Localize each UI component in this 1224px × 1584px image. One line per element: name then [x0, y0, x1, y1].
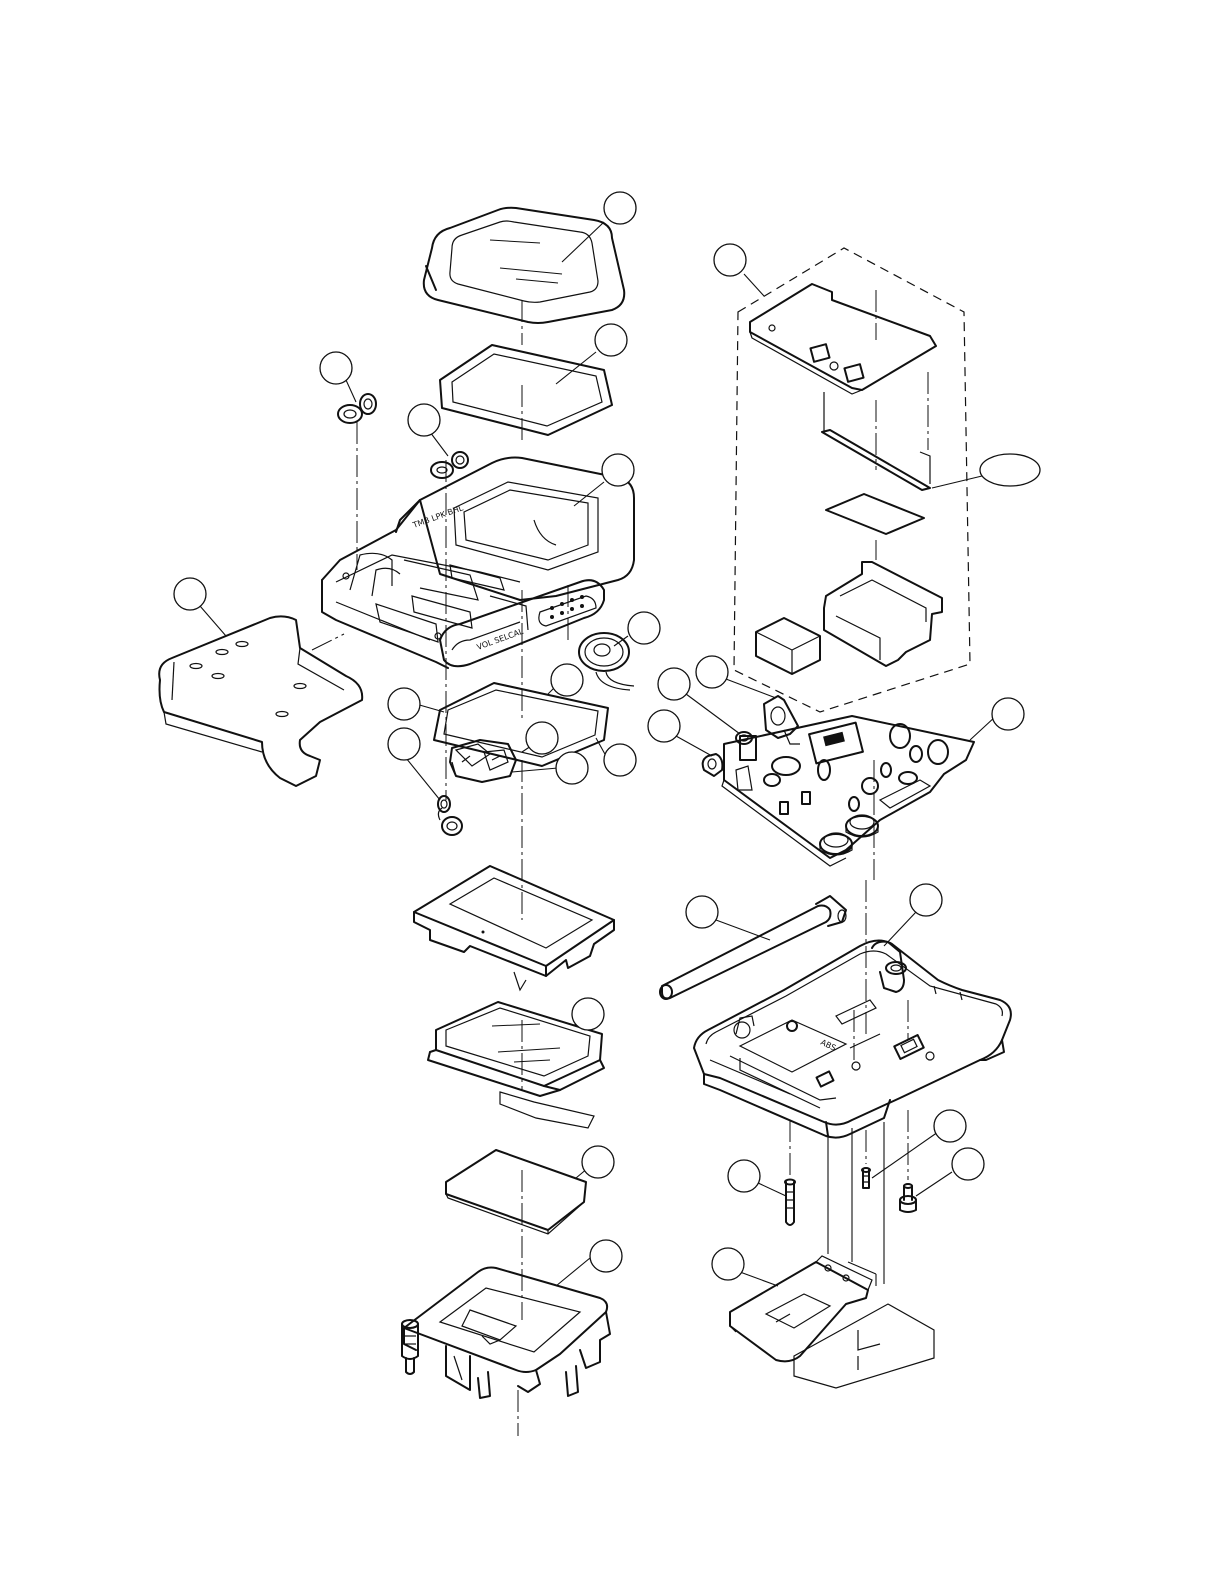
callout-2	[595, 324, 627, 356]
callout-12	[408, 404, 440, 436]
callout-21	[910, 884, 942, 916]
shield-case	[756, 540, 942, 674]
shield-rod	[822, 372, 930, 490]
callout-23	[582, 1146, 614, 1178]
callout-27	[728, 1160, 760, 1192]
screw-small	[862, 1130, 870, 1188]
jack-bracket	[764, 696, 800, 744]
callout-7	[526, 722, 558, 754]
screw-long	[785, 1120, 795, 1225]
keypad	[450, 740, 516, 782]
callout-28	[712, 1248, 744, 1280]
callout-19	[992, 698, 1024, 730]
callout-14	[714, 244, 746, 276]
callout-25	[934, 1110, 966, 1142]
knob-set-lower	[438, 796, 462, 835]
lcd-holder-frame	[414, 866, 614, 990]
callout-6	[388, 688, 420, 720]
lcd-chassis	[402, 1268, 610, 1399]
center-assembly-axis	[357, 300, 568, 1436]
callout-26	[952, 1148, 984, 1180]
callout-24	[590, 1240, 622, 1272]
battery-door	[730, 1122, 884, 1361]
upper-housing: TMB LPK BHL VOL SELCAL	[322, 458, 634, 668]
callout-9	[556, 752, 588, 784]
callout-4	[628, 612, 660, 644]
screw-hex	[900, 1110, 916, 1212]
speaker	[579, 633, 634, 690]
insulator-sheet	[826, 494, 924, 534]
backlight-plate	[446, 1150, 586, 1234]
jack-right	[703, 754, 723, 776]
callout-1	[604, 192, 636, 224]
side-cover	[159, 616, 362, 786]
callout-18	[648, 710, 680, 742]
shield-group-outline	[734, 248, 970, 712]
shield-top-plate	[750, 284, 936, 394]
callout-13	[174, 578, 206, 610]
main-pcb	[722, 716, 974, 866]
callout-16	[696, 656, 728, 688]
callout-5	[551, 664, 583, 696]
callout-10	[388, 728, 420, 760]
callout-15	[980, 454, 1040, 486]
svg-text:VOL SELCAL: VOL SELCAL	[476, 627, 525, 652]
callout-20	[686, 896, 718, 928]
label-sheet	[794, 1304, 934, 1388]
lcd-window-cover	[424, 208, 624, 323]
svg-text:TMB LPK BHL: TMB LPK BHL	[411, 503, 465, 530]
knob-set-top-left	[338, 394, 376, 423]
callout-8	[604, 744, 636, 776]
callout-3	[602, 454, 634, 486]
callout-22	[572, 998, 604, 1030]
callout-17	[658, 668, 690, 700]
callout-11	[320, 352, 352, 384]
window-gasket	[440, 345, 612, 435]
lower-housing: ABS	[694, 760, 1011, 1138]
knob-set-upper	[431, 452, 468, 478]
